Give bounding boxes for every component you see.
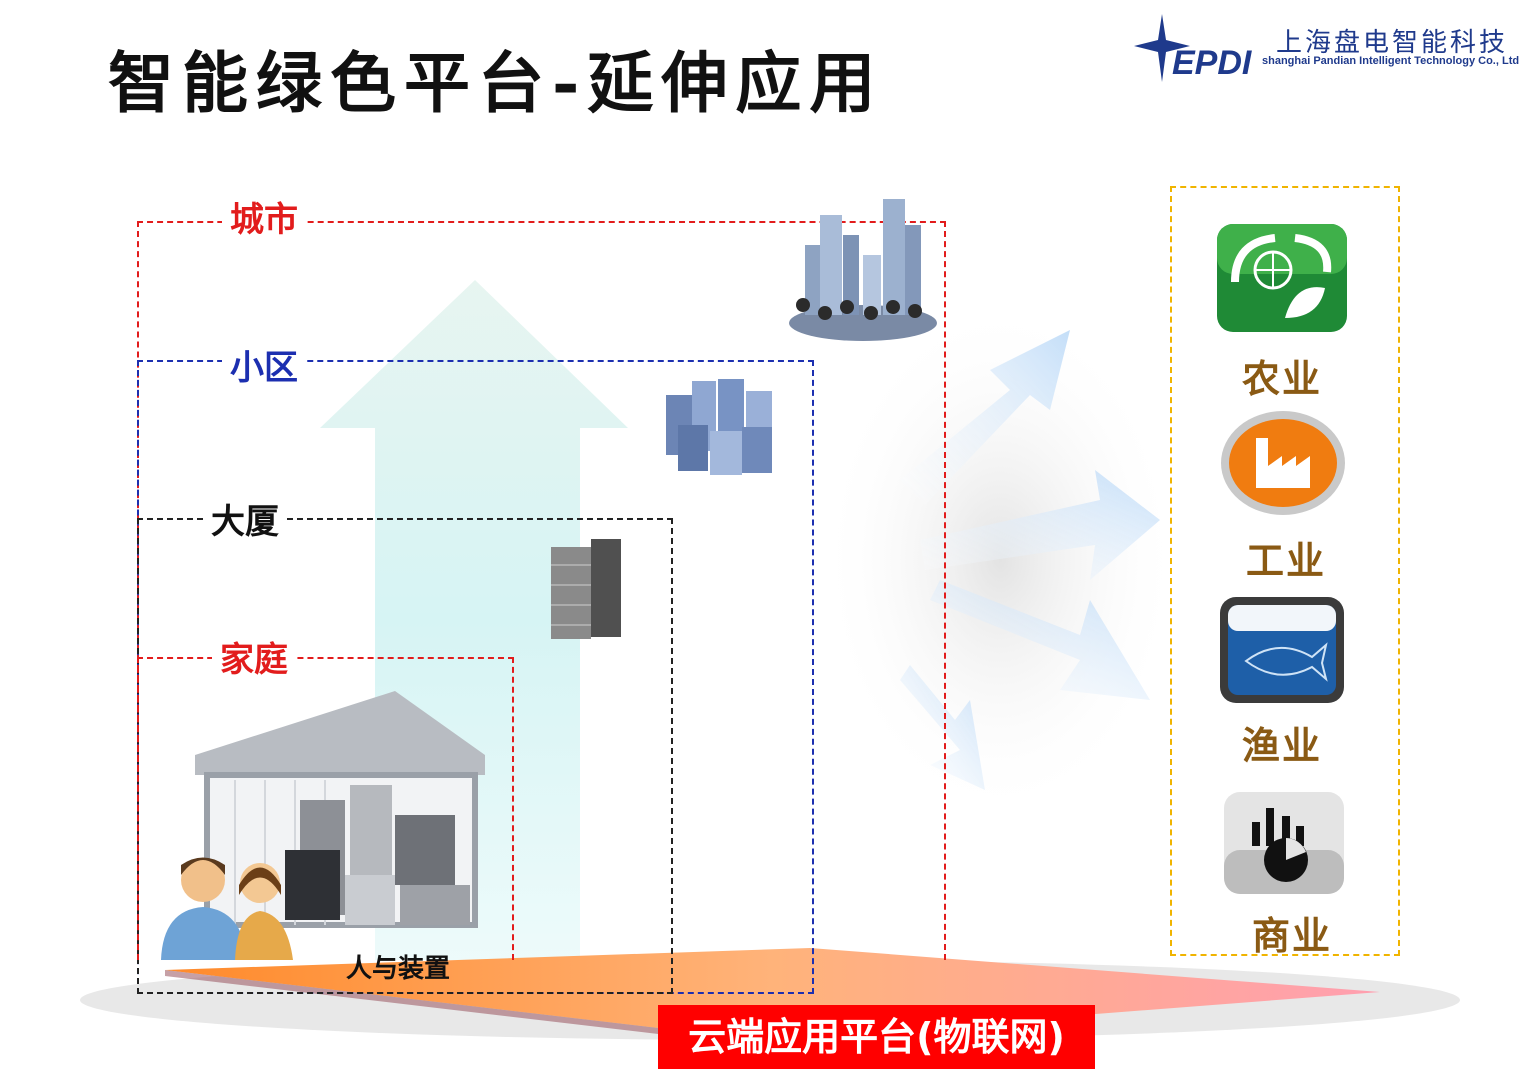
logo-name-en: shanghai Pandian Intelligent Technology … <box>1262 55 1520 67</box>
scope-label-home: 家庭 <box>212 640 296 680</box>
logo-name-cn: 上海盘电智能科技 <box>1276 28 1509 58</box>
cloud-platform-label: 云端应用平台(物联网) <box>658 1005 1095 1069</box>
agriculture-icon <box>1217 224 1347 332</box>
industry-factory-icon <box>1221 411 1345 515</box>
commerce-chart-icon <box>1224 792 1344 894</box>
fishery-fish-icon <box>1220 597 1344 703</box>
district-buildings-icon <box>666 379 772 475</box>
scope-box-home <box>137 657 514 960</box>
sector-panel <box>1170 186 1400 956</box>
cloud-platform-base <box>80 948 1460 1046</box>
page-title: 智能绿色平台-延伸应用 <box>108 44 884 122</box>
logo-mark-text: EPDI <box>1172 44 1253 82</box>
people-devices-label: 人与装置 <box>346 954 451 984</box>
office-tower-icon <box>551 539 621 639</box>
scope-label-district: 小区 <box>222 348 306 388</box>
city-skyline-icon <box>789 199 937 341</box>
company-logo: EPDI <box>1132 12 1512 84</box>
sector-label-fishery: 渔业 <box>1242 724 1323 768</box>
sector-label-commerce: 商业 <box>1252 914 1333 958</box>
sector-label-industry: 工业 <box>1246 539 1327 583</box>
scope-label-building: 大厦 <box>203 502 287 542</box>
sector-label-agriculture: 农业 <box>1242 357 1323 401</box>
scope-label-city: 城市 <box>222 200 306 240</box>
home-appliances-icon <box>161 691 485 960</box>
sector-arrows <box>900 330 1160 790</box>
epdi-logo-mark: EPDI <box>1134 14 1253 82</box>
people-icon <box>161 857 293 960</box>
